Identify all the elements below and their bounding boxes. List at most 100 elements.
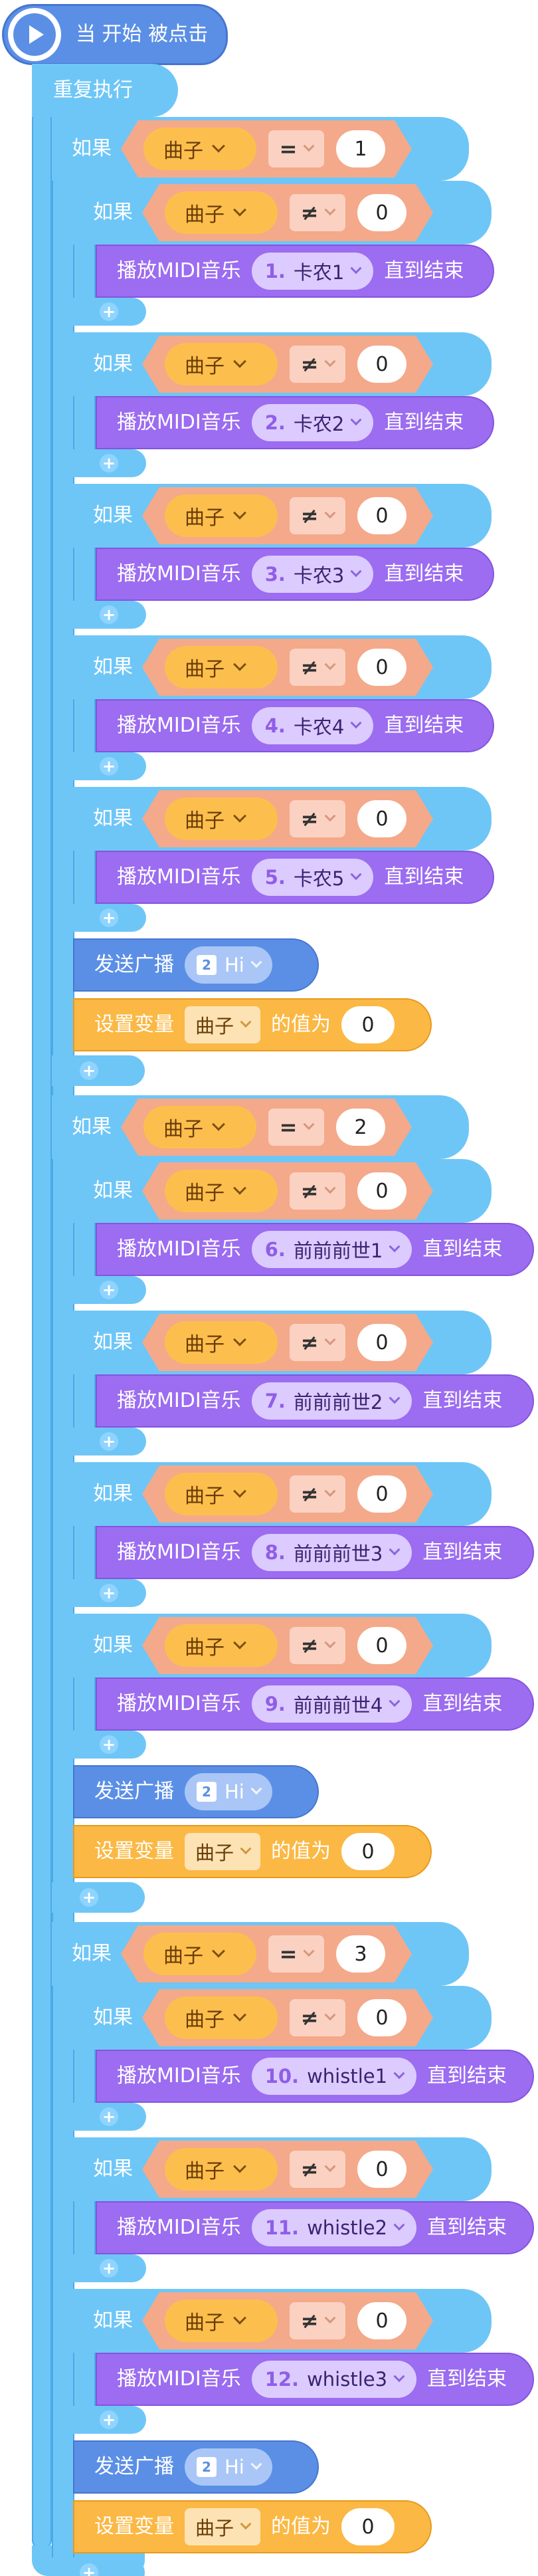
song-dropdown[interactable]: 3.卡农3 xyxy=(251,556,374,593)
set-value-input[interactable]: 0 xyxy=(341,1833,395,1870)
add-block-button[interactable]: + xyxy=(100,1281,118,1299)
compare-value-input[interactable]: 0 xyxy=(357,1627,406,1664)
condition-not-equals[interactable]: 曲子≠0 xyxy=(142,639,433,696)
condition-equals[interactable]: 曲子=1 xyxy=(121,120,412,177)
song-dropdown[interactable]: 5.卡农5 xyxy=(251,859,374,896)
compare-value-input[interactable]: 0 xyxy=(357,2302,406,2339)
inner-if-block[interactable]: 如果曲子≠0 xyxy=(73,1311,492,1374)
variable-reporter[interactable]: 曲子 xyxy=(165,343,278,385)
add-block-button[interactable]: + xyxy=(100,302,118,321)
inner-if-block[interactable]: 如果曲子≠0 xyxy=(73,1159,492,1223)
condition-not-equals[interactable]: 曲子 ≠ 0 xyxy=(142,1617,433,1674)
condition-not-equals[interactable]: 曲子 ≠ 0 xyxy=(142,2141,433,2198)
variable-reporter[interactable]: 曲子 xyxy=(165,798,278,840)
condition-not-equals[interactable]: 曲子 ≠ 0 xyxy=(142,336,433,393)
operator-dropdown[interactable]: ≠ xyxy=(290,2151,345,2188)
condition-not-equals[interactable]: 曲子 ≠ 0 xyxy=(142,2292,433,2349)
condition-not-equals[interactable]: 曲子 ≠ 0 xyxy=(142,1465,433,1523)
song-dropdown[interactable]: 8.前前前世3 xyxy=(251,1534,412,1571)
add-block-button[interactable]: + xyxy=(100,2411,118,2429)
compare-value-input[interactable]: 0 xyxy=(357,1172,406,1210)
variable-dropdown[interactable]: 曲子 xyxy=(185,1006,261,1043)
compare-value-input[interactable]: 0 xyxy=(357,1999,406,2036)
song-dropdown[interactable]: 7.前前前世2 xyxy=(251,1382,412,1420)
operator-dropdown[interactable]: = xyxy=(268,130,324,167)
condition-not-equals[interactable]: 曲子≠0 xyxy=(142,487,433,544)
compare-value-input[interactable]: 0 xyxy=(357,1324,406,1361)
condition-equals[interactable]: 曲子=3 xyxy=(121,1925,412,1983)
add-block-button[interactable]: + xyxy=(100,454,118,473)
add-block-button[interactable]: + xyxy=(80,1888,98,1907)
variable-dropdown[interactable]: 曲子 xyxy=(185,1833,261,1870)
variable-dropdown[interactable]: 曲子 xyxy=(185,2508,261,2545)
operator-dropdown[interactable]: = xyxy=(268,1935,324,1973)
variable-reporter[interactable]: 曲子 xyxy=(165,1473,278,1515)
operator-dropdown[interactable]: ≠ xyxy=(290,800,345,837)
condition-not-equals[interactable]: 曲子≠0 xyxy=(142,1314,433,1371)
forever-block[interactable]: 重复执行 xyxy=(32,64,178,117)
operator-dropdown[interactable]: ≠ xyxy=(290,1627,345,1664)
compare-value-input[interactable]: 0 xyxy=(357,649,406,686)
operator-dropdown[interactable]: ≠ xyxy=(290,1172,345,1210)
add-block-button[interactable]: + xyxy=(100,2107,118,2126)
song-dropdown[interactable]: 6.前前前世1 xyxy=(251,1231,412,1268)
inner-if-block[interactable]: 如果曲子≠0 xyxy=(73,1462,492,1526)
compare-value-input[interactable]: 0 xyxy=(357,1475,406,1513)
add-block-button[interactable]: + xyxy=(100,1432,118,1451)
inner-if-block[interactable]: 如果曲子≠0 xyxy=(73,484,492,548)
add-block-button[interactable]: + xyxy=(100,1735,118,1754)
variable-reporter[interactable]: 曲子 xyxy=(165,2148,278,2191)
outer-if-block[interactable]: 如果曲子=3 xyxy=(52,1922,469,1986)
compare-value-input[interactable]: 2 xyxy=(336,1109,385,1146)
variable-reporter[interactable]: 曲子 xyxy=(165,646,278,689)
variable-reporter[interactable]: 曲子 xyxy=(165,191,278,234)
compare-value-input[interactable]: 0 xyxy=(357,346,406,383)
condition-not-equals[interactable]: 曲子≠0 xyxy=(142,1989,433,2046)
inner-if-block[interactable]: 如果曲子≠0 xyxy=(73,2289,492,2353)
when-flag-clicked-block[interactable]: 当 开始 被点击 xyxy=(2,4,228,65)
inner-if-block[interactable]: 如果曲子≠0 xyxy=(73,332,492,396)
operator-dropdown[interactable]: ≠ xyxy=(290,497,345,534)
add-block-button[interactable]: + xyxy=(80,2563,98,2576)
outer-if-block[interactable]: 如果曲子=2 xyxy=(52,1095,469,1159)
song-dropdown[interactable]: 4.卡农4 xyxy=(251,707,374,744)
operator-dropdown[interactable]: ≠ xyxy=(290,1999,345,2036)
operator-dropdown[interactable]: ≠ xyxy=(290,1475,345,1513)
operator-dropdown[interactable]: ≠ xyxy=(290,346,345,383)
song-dropdown[interactable]: 9.前前前世4 xyxy=(251,1685,412,1723)
outer-if-block[interactable]: 如果曲子=1 xyxy=(52,117,469,181)
variable-reporter[interactable]: 曲子 xyxy=(143,1106,256,1148)
inner-if-block[interactable]: 如果曲子≠0 xyxy=(73,1614,492,1677)
variable-reporter[interactable]: 曲子 xyxy=(143,128,256,170)
inner-if-block[interactable]: 如果曲子≠0 xyxy=(73,181,492,245)
song-dropdown[interactable]: 12.whistle3 xyxy=(251,2361,417,2398)
operator-dropdown[interactable]: ≠ xyxy=(290,1324,345,1361)
variable-reporter[interactable]: 曲子 xyxy=(165,494,278,537)
variable-reporter[interactable]: 曲子 xyxy=(165,1624,278,1667)
variable-reporter[interactable]: 曲子 xyxy=(165,2300,278,2342)
compare-value-input[interactable]: 0 xyxy=(357,2151,406,2188)
compare-value-input[interactable]: 0 xyxy=(357,194,406,231)
song-dropdown[interactable]: 10.whistle1 xyxy=(251,2058,417,2095)
compare-value-input[interactable]: 3 xyxy=(336,1935,385,1973)
operator-dropdown[interactable]: ≠ xyxy=(290,2302,345,2339)
inner-if-block[interactable]: 如果曲子≠0 xyxy=(73,787,492,851)
